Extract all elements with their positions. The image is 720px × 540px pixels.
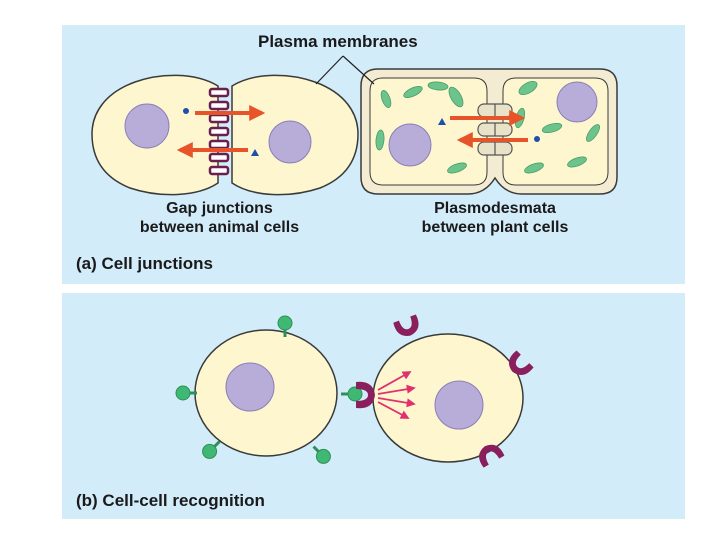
plasmodesmata-caption: Plasmodesmata between plant cells xyxy=(390,199,600,237)
ligand-icon xyxy=(175,385,197,401)
recognition-cells xyxy=(175,314,534,468)
circle-molecule-icon xyxy=(534,136,540,142)
plasma-membranes-label: Plasma membranes xyxy=(258,32,418,51)
nucleus-animal-left xyxy=(124,103,170,149)
nucleus-recognition-right xyxy=(434,380,484,430)
plasmodesmata-caption-line1: Plasmodesmata xyxy=(434,200,556,217)
triangle-molecule-icon xyxy=(251,149,259,156)
gap-junctions-caption: Gap junctions between animal cells xyxy=(112,199,327,237)
signal-arrows xyxy=(377,371,416,419)
nucleus-plant-left xyxy=(388,123,432,167)
ligand-icon xyxy=(341,386,363,402)
gap-junctions xyxy=(208,87,230,176)
ligand-icon xyxy=(202,440,221,459)
membrane-pointer-lines xyxy=(315,55,375,85)
gap-junctions-caption-line2: between animal cells xyxy=(139,219,300,236)
receptor-icon xyxy=(479,444,505,468)
receptor-icon xyxy=(356,381,375,409)
nucleus-animal-right xyxy=(268,120,312,164)
nucleus-plant-right xyxy=(556,81,598,123)
panel-b-label: (b) Cell-cell recognition xyxy=(76,491,265,510)
gap-junctions-caption-line1: Gap junctions xyxy=(166,200,273,217)
circle-molecule-icon xyxy=(183,108,189,114)
plant-cells xyxy=(360,68,618,195)
panel-a-label: (a) Cell junctions xyxy=(76,254,213,273)
nucleus-recognition-left xyxy=(225,362,275,412)
plasmodesmata-channels xyxy=(477,103,513,156)
ligand-icon xyxy=(312,445,331,464)
receptor-icon xyxy=(393,314,419,336)
ligand-icon xyxy=(277,315,293,337)
triangle-molecule-icon xyxy=(438,118,446,125)
animal-cells xyxy=(91,74,359,196)
receptor-icon xyxy=(508,350,534,376)
chloroplasts xyxy=(375,80,601,174)
plasmodesmata-caption-line2: between plant cells xyxy=(421,219,569,236)
